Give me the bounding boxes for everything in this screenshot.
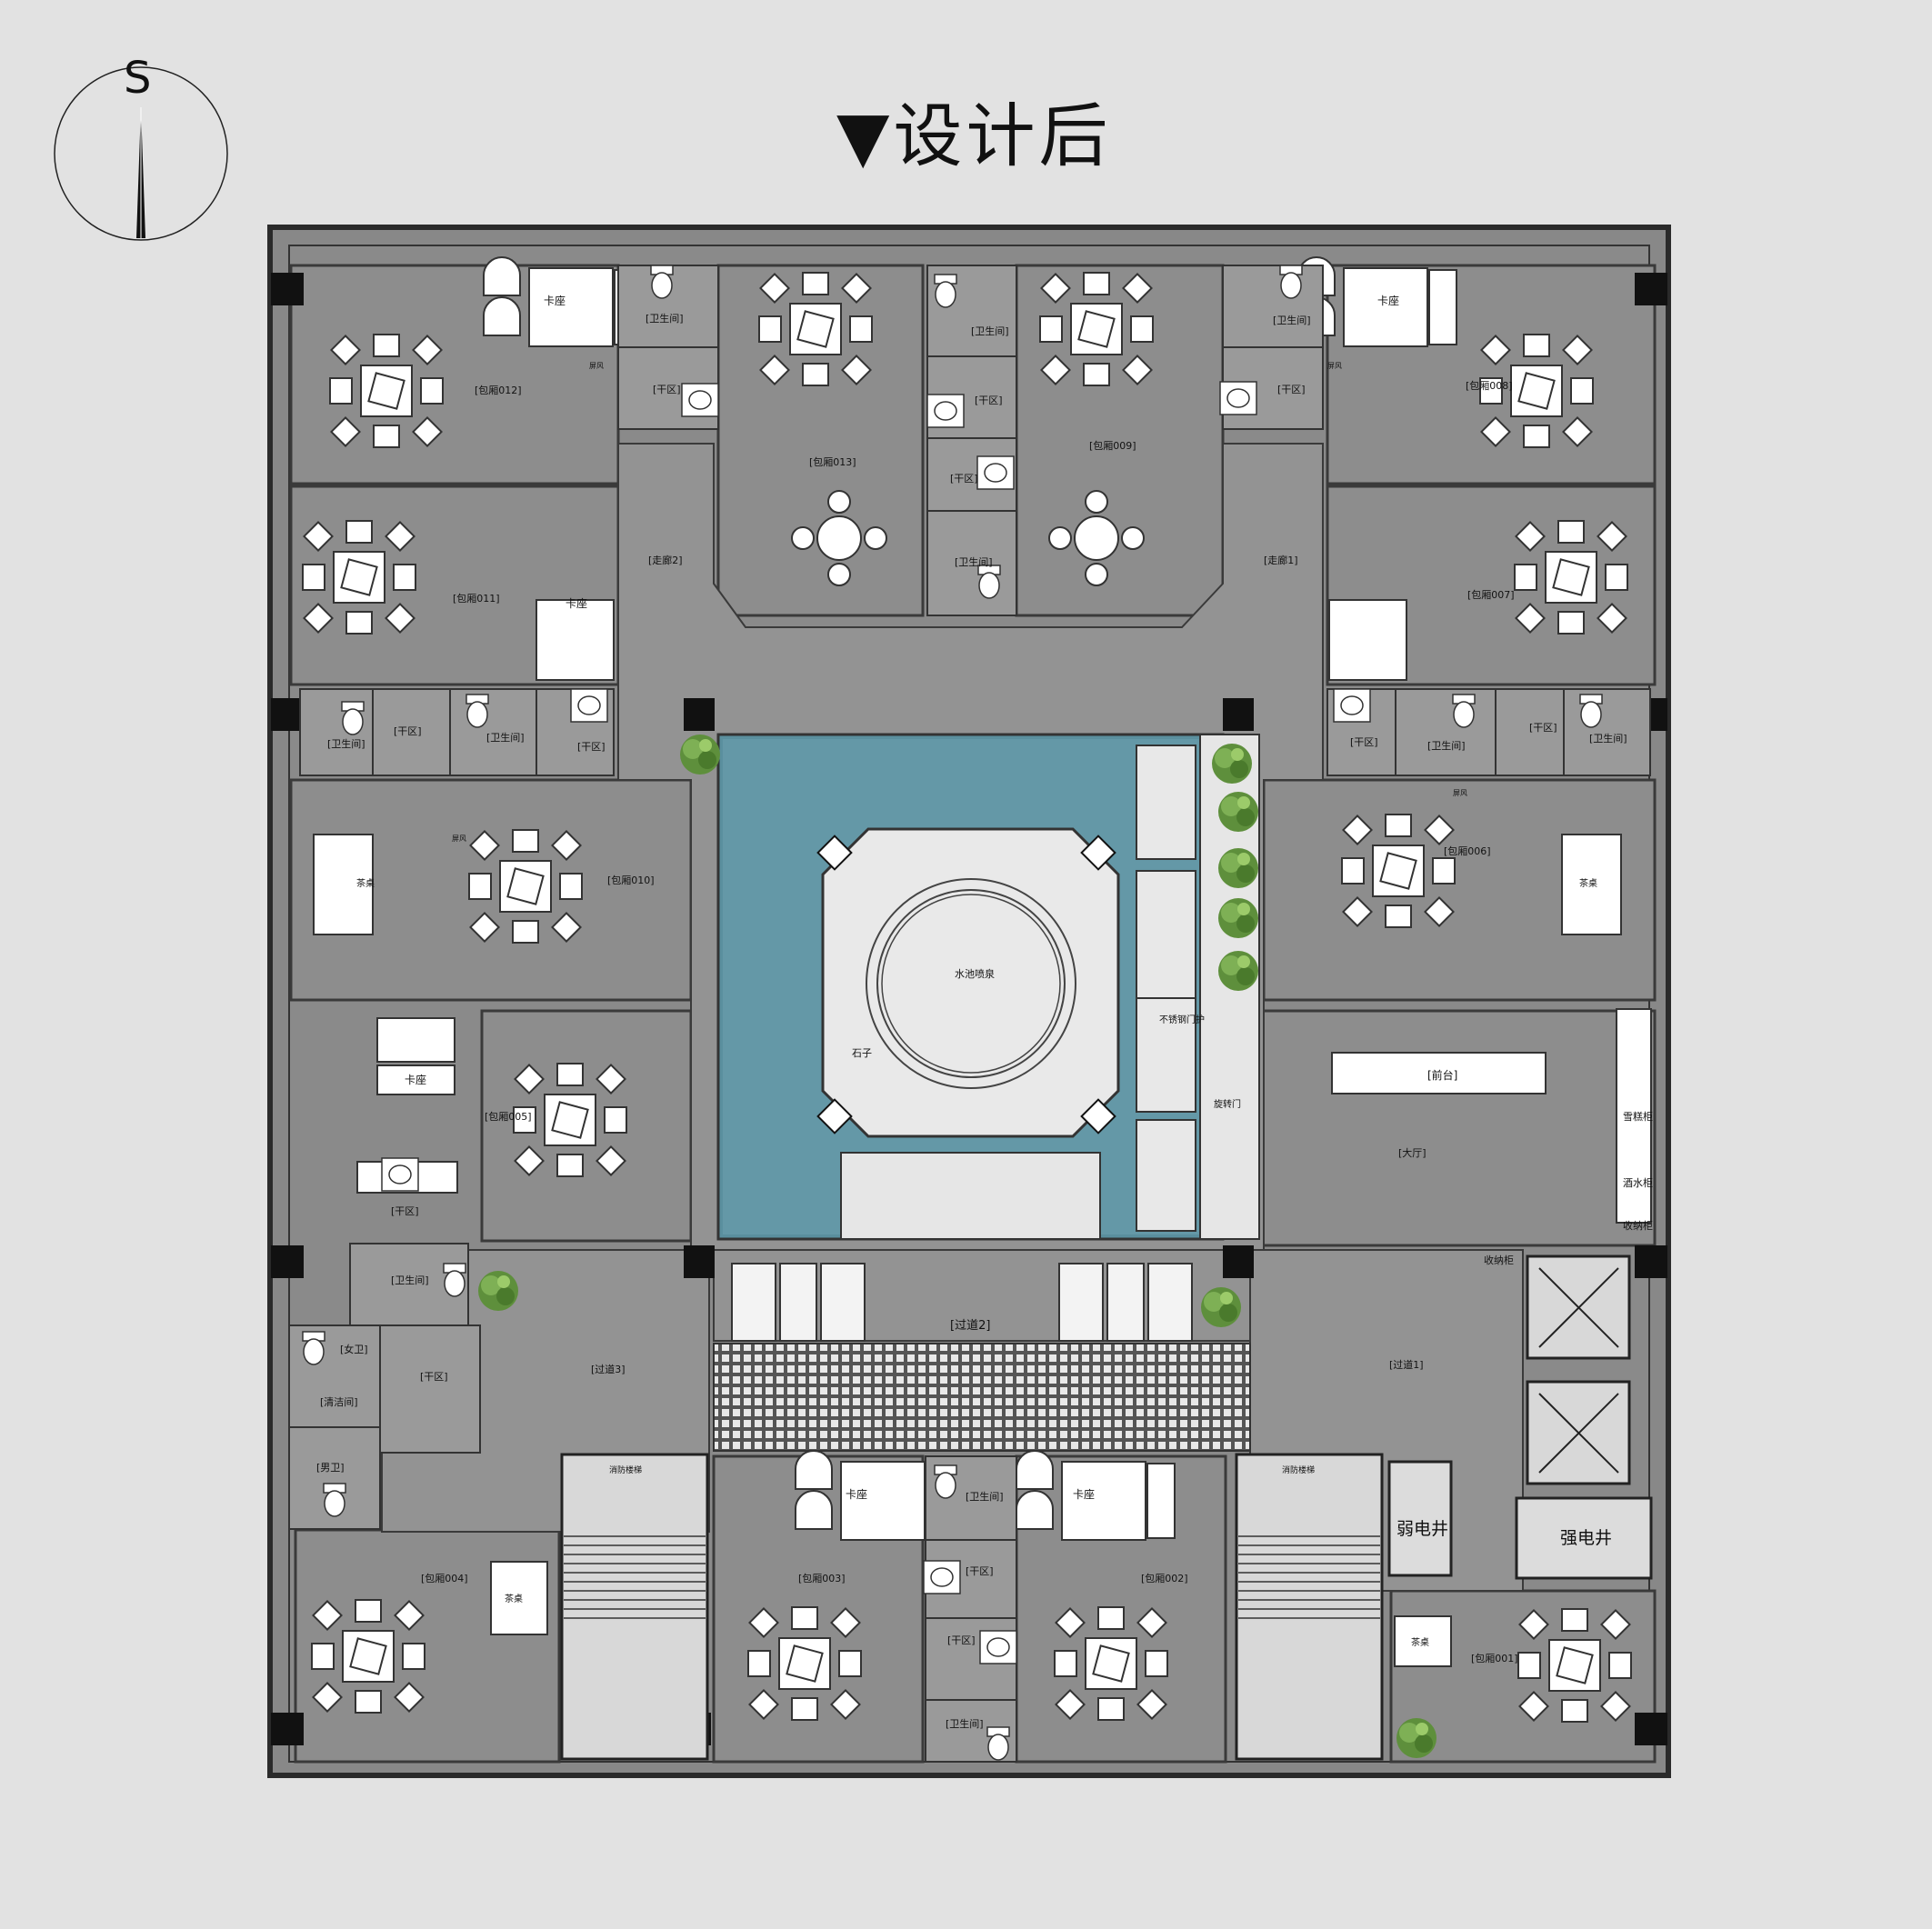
pass1-label: [过道1] — [1389, 1358, 1424, 1371]
female-label: [女卫] — [340, 1343, 368, 1355]
wc-label-6: [卫生间] — [486, 731, 525, 744]
dry-label-7: [干区] — [1350, 736, 1378, 748]
stone-label: 石子 — [852, 1047, 872, 1059]
room-floors — [289, 264, 1657, 1764]
dry-label-4: [干区] — [1277, 384, 1306, 395]
wc-label-7: [卫生间] — [1427, 739, 1466, 752]
room-label-007: [包厢007] — [1467, 589, 1515, 601]
room-label-003: [包厢003] — [798, 1573, 846, 1584]
screen-label-4: 屏风 — [1453, 789, 1467, 797]
booth-label-002: 卡座 — [1073, 1487, 1095, 1501]
wc-label-10: [卫生间] — [966, 1490, 1004, 1503]
storage-label: 收纳柜 — [1623, 1219, 1653, 1232]
room-label-012: [包厢012] — [475, 385, 522, 396]
wc-label-9: [卫生间] — [391, 1274, 429, 1286]
pass3-label: [过道3] — [591, 1363, 626, 1375]
dry-label-12: [干区] — [947, 1634, 976, 1646]
tea-label-006: 茶桌 — [1579, 877, 1597, 889]
room-label-005: [包厢005] — [485, 1111, 532, 1123]
pass2-sofas — [731, 1263, 1193, 1342]
stair-label-left: 消防楼梯 — [609, 1464, 642, 1475]
screen-label-2: 屏风 — [1327, 362, 1342, 370]
corr2-label: [走廊2] — [648, 554, 683, 566]
room-label-002: [包厢002] — [1141, 1573, 1188, 1584]
room-label-009: [包厢009] — [1089, 440, 1136, 452]
dry-label-9: [干区] — [391, 1205, 419, 1217]
pass2-label: [过道2] — [950, 1319, 990, 1333]
room-label-008: [包厢008] — [1466, 380, 1513, 392]
room-labels: [包厢012] [包厢013] [包厢009] [包厢008] [包厢011] … — [316, 312, 1627, 1730]
wc-label-4: [卫生间] — [1273, 314, 1311, 326]
booth-label-008: 卡座 — [1377, 294, 1399, 307]
storage-label-2: 收纳柜 — [1484, 1254, 1514, 1266]
columns — [271, 273, 1667, 1745]
wc-label-8: [卫生间] — [1589, 732, 1627, 745]
fountain-island — [821, 827, 1120, 1138]
wc-label-11: [卫生间] — [946, 1717, 984, 1730]
compass: S — [54, 53, 228, 241]
dry-label-10: [干区] — [420, 1371, 448, 1383]
stairwells — [560, 1453, 1384, 1761]
lobby-label: [大厅] — [1398, 1146, 1426, 1159]
reception-desk — [1331, 1052, 1547, 1094]
wc-label-1: [卫生间] — [646, 312, 684, 325]
dry-label-6: [干区] — [577, 741, 606, 753]
screen-label-1: 屏风 — [589, 362, 604, 370]
male-label: [男卫] — [316, 1462, 345, 1474]
display-panels — [1136, 745, 1196, 1232]
dry-label-1: [干区] — [653, 384, 681, 395]
compass-letter: S — [124, 53, 151, 104]
wc-label-3: [卫生间] — [955, 555, 993, 568]
screen-labels: 屏风 屏风 屏风 屏风 — [452, 362, 1467, 843]
weak-shaft-label: 弱电井 — [1396, 1519, 1448, 1539]
cake-label: 雪糕柜 — [1623, 1110, 1653, 1123]
dry-label-2: [干区] — [975, 395, 1003, 406]
counter-label: [前台] — [1427, 1068, 1457, 1082]
dry-label-8: [干区] — [1529, 722, 1557, 734]
dry-label-11: [干区] — [966, 1565, 994, 1577]
strong-shaft-label: 强电井 — [1560, 1528, 1612, 1548]
fountain-jets — [816, 835, 1116, 1134]
stair-label-right: 消防楼梯 — [1282, 1464, 1315, 1475]
booth-label-012: 卡座 — [544, 294, 566, 307]
revolving-door-label: 旋转门 — [1214, 1098, 1241, 1110]
wc-label-2: [卫生间] — [971, 325, 1009, 337]
strong-shaft — [1515, 1496, 1653, 1580]
wc-label-5: [卫生间] — [327, 737, 365, 750]
dry-label-3: [干区] — [950, 473, 978, 485]
screen-label-3: 屏风 — [452, 835, 466, 843]
clean-label: [清洁间] — [320, 1396, 358, 1408]
stainless-label: 不锈钢门护 — [1159, 1014, 1205, 1025]
room-label-011: [包厢011] — [453, 593, 500, 605]
room-label-006: [包厢006] — [1444, 845, 1491, 857]
fountain-label: 水池喷泉 — [955, 967, 995, 980]
room-label-001: [包厢001] — [1471, 1653, 1518, 1664]
weak-shaft — [1387, 1460, 1453, 1577]
booth-label-011: 卡座 — [566, 596, 587, 610]
tea-label-001: 茶桌 — [1411, 1636, 1429, 1648]
tea-label-004: 茶桌 — [505, 1593, 523, 1604]
tea-label-010: 茶桌 — [356, 877, 375, 889]
corr1-label: [走廊1] — [1264, 554, 1298, 566]
booth-label-005: 卡座 — [405, 1073, 426, 1086]
mesh-floor — [713, 1343, 1251, 1452]
dry-label-5: [干区] — [394, 725, 422, 737]
room-label-010: [包厢010] — [607, 875, 655, 886]
page-title: ▼设计后 — [836, 95, 1112, 176]
booth-label-003: 卡座 — [846, 1487, 867, 1501]
room-label-004: [包厢004] — [421, 1573, 468, 1584]
room-label-013: [包厢013] — [809, 456, 856, 468]
wine-label: 酒水柜 — [1623, 1177, 1653, 1189]
